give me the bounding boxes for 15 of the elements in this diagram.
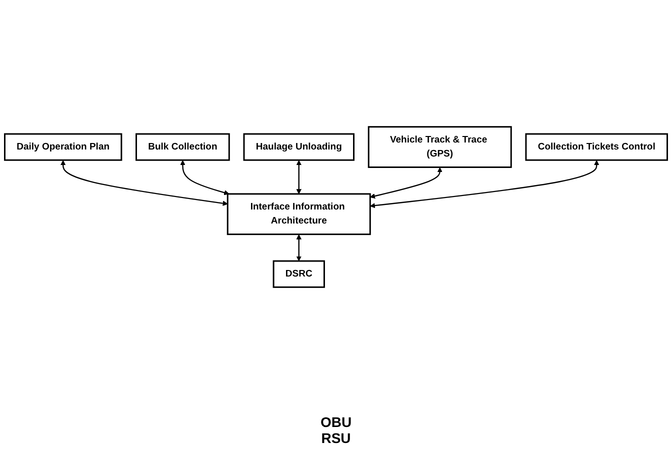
process-box: DSRC xyxy=(272,260,325,288)
process-box: Collection Tickets Control xyxy=(525,133,668,161)
double-arrow xyxy=(296,234,302,262)
interface-bar: Interface Information Architecture xyxy=(226,193,371,236)
process-box: Haulage Unloading xyxy=(243,133,355,161)
process-box: Daily Operation Plan xyxy=(4,133,122,161)
double-arrow xyxy=(370,167,442,199)
double-arrow xyxy=(60,160,228,206)
node-caption: RSU xyxy=(320,430,352,446)
double-arrow xyxy=(180,160,230,196)
double-arrow xyxy=(370,160,600,208)
process-box: Vehicle Track & Trace (GPS) xyxy=(368,126,512,168)
node-caption: OBU xyxy=(320,414,352,430)
process-box: Bulk Collection xyxy=(136,133,230,161)
double-arrow xyxy=(296,160,302,194)
